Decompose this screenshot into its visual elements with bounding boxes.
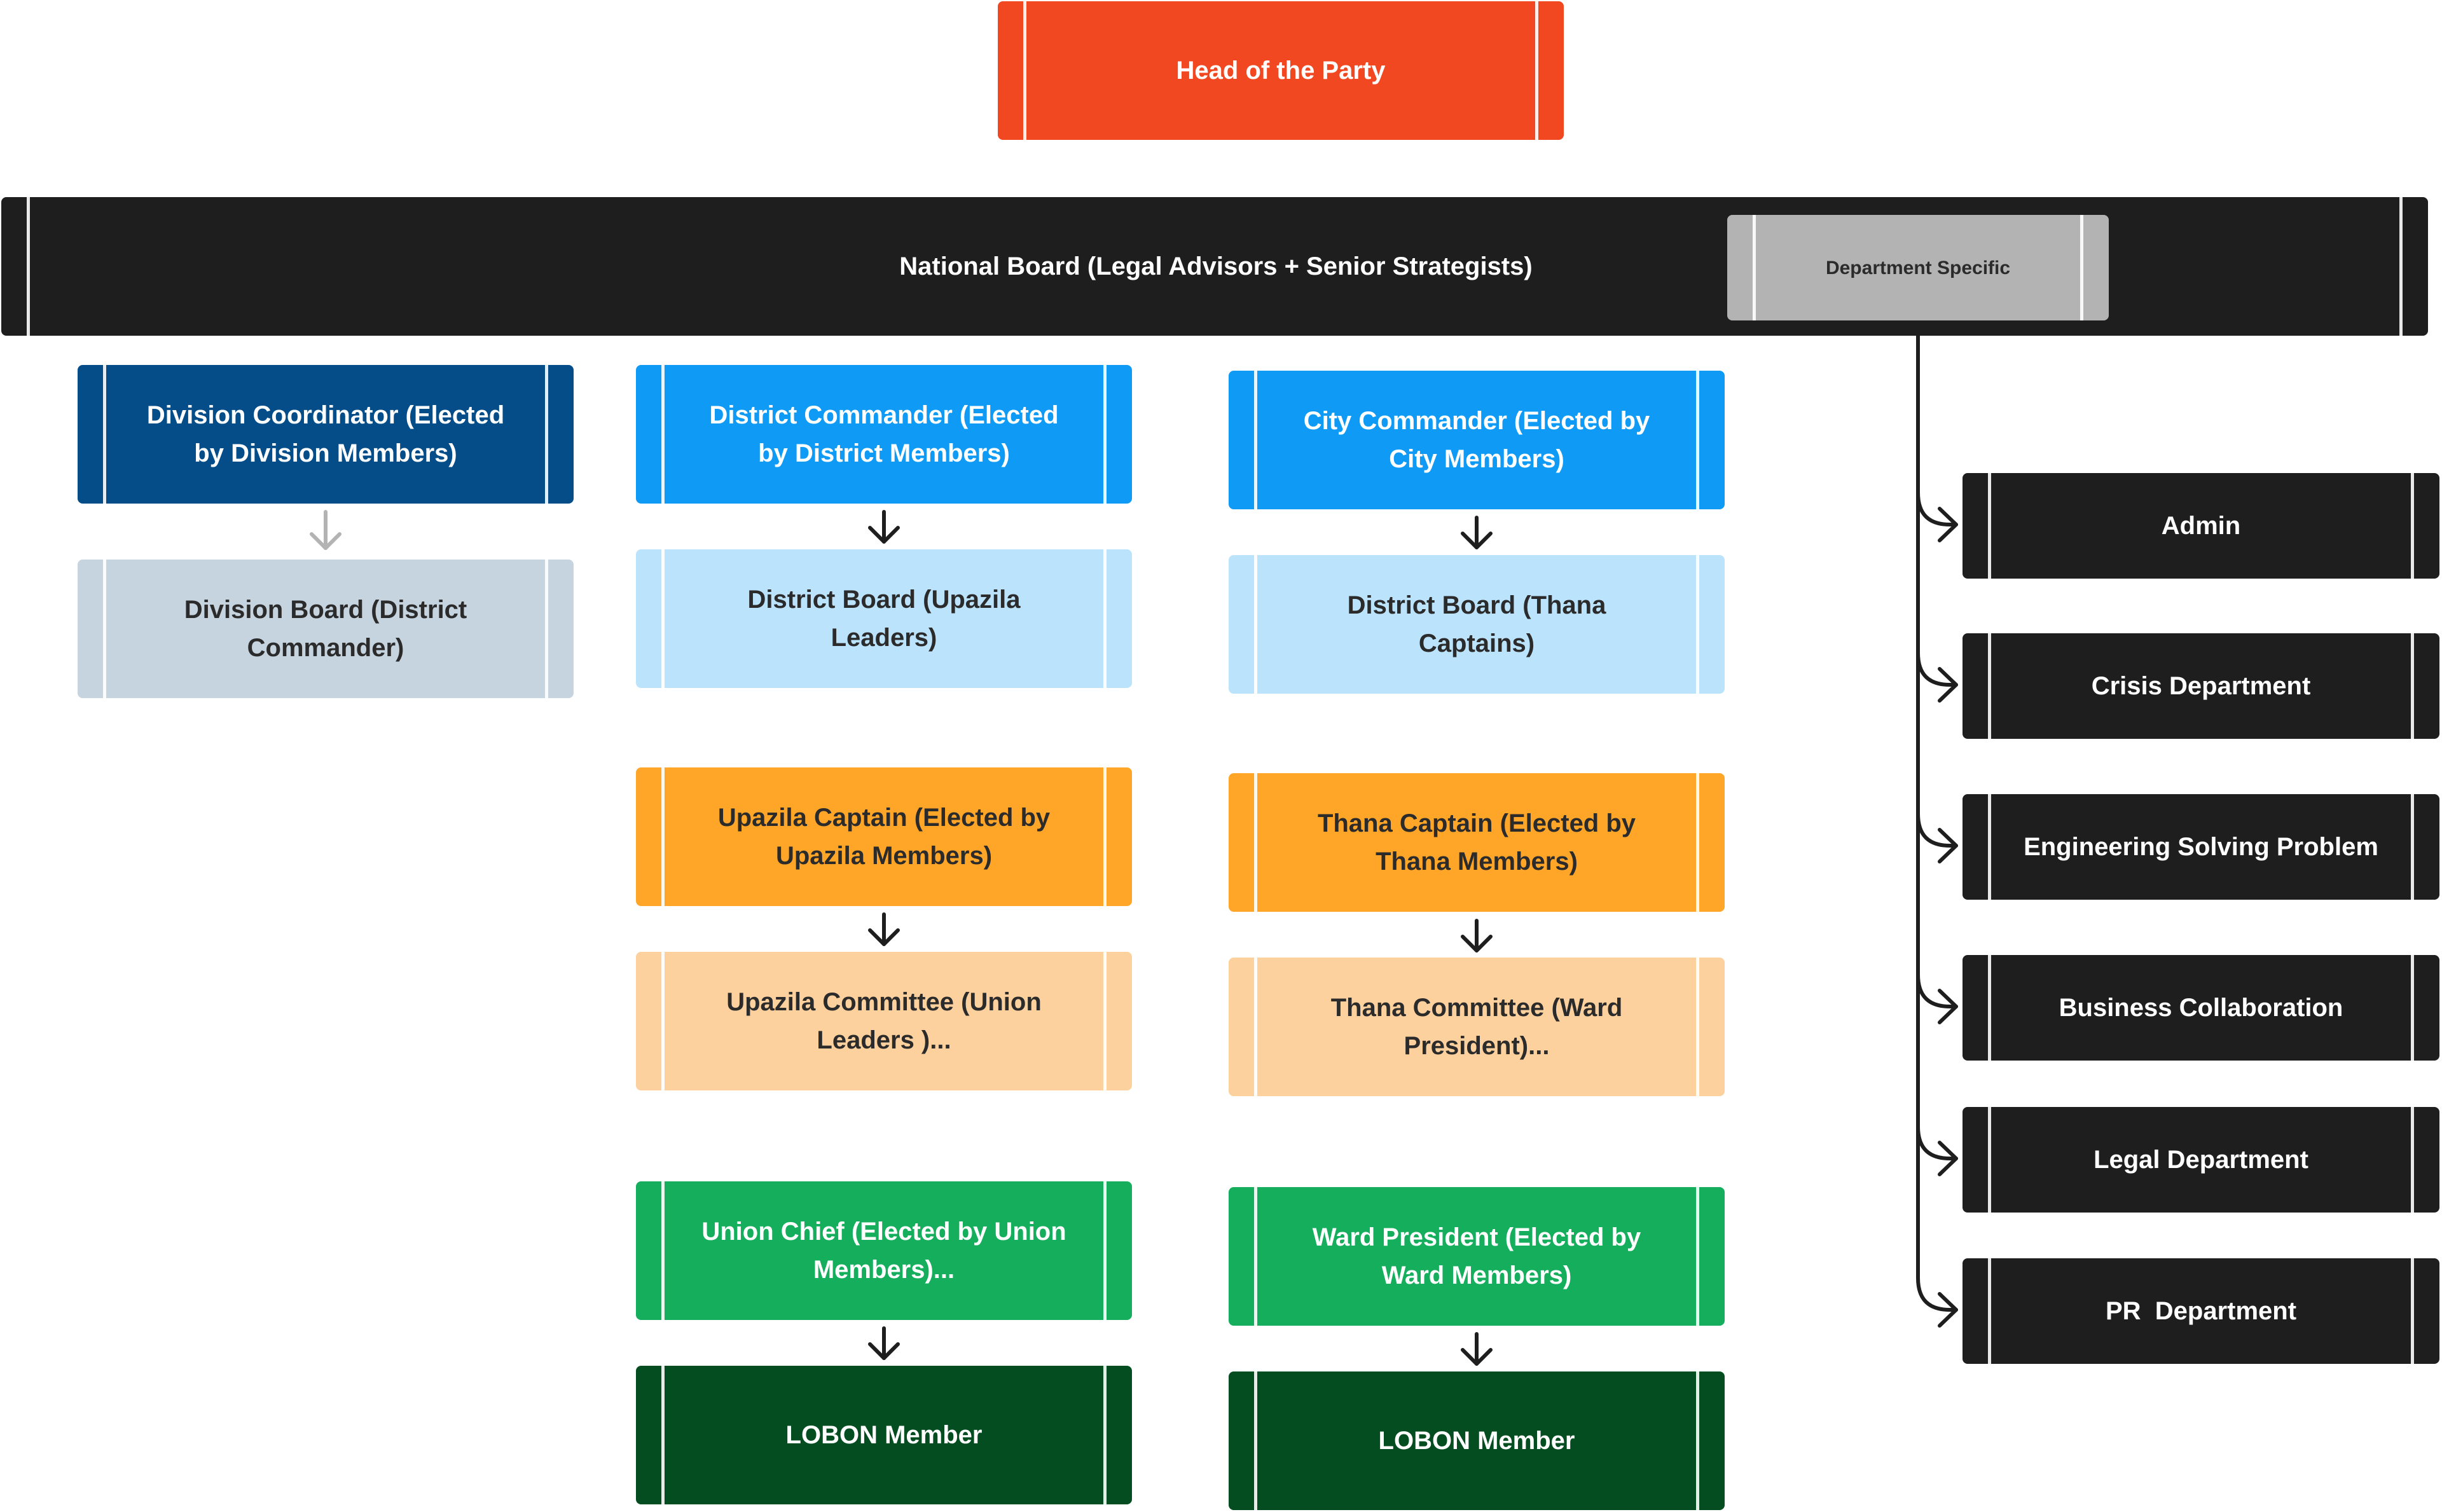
district-commander-label: District Commander (Elected by District …: [709, 401, 1059, 467]
division-board-label: Division Board (District Commander): [184, 596, 467, 662]
upazila-captain-node[interactable]: Upazila Captain (Elected by Upazila Memb…: [636, 767, 1132, 906]
division-board-node[interactable]: Division Board (District Commander): [78, 560, 574, 698]
upazila-committee-node[interactable]: Upazila Committee (Union Leaders )...: [636, 952, 1132, 1090]
ward-president-label: Ward President (Elected by Ward Members): [1312, 1223, 1641, 1289]
thana-captain-node[interactable]: Thana Captain (Elected by Thana Members): [1229, 773, 1725, 912]
arrow-city-3: [1461, 1332, 1493, 1366]
city-lobon-member-label: LOBON Member: [1378, 1427, 1575, 1455]
department-label: Admin: [2161, 512, 2241, 540]
district-board-node[interactable]: District Board (Upazila Leaders): [636, 549, 1132, 688]
department-crisis-node[interactable]: Crisis Department: [1963, 633, 2439, 739]
head-of-party-label: Head of the Party: [1176, 57, 1386, 85]
upazila-captain-label: Upazila Captain (Elected by Upazila Memb…: [717, 804, 1051, 870]
union-chief-node[interactable]: Union Chief (Elected by Union Members)..…: [636, 1181, 1132, 1320]
department-admin-node[interactable]: Admin: [1963, 473, 2439, 579]
thana-committee-node[interactable]: Thana Committee (Ward President)...: [1229, 958, 1725, 1096]
national-board-label: National Board (Legal Advisors + Senior …: [899, 252, 1533, 280]
city-lobon-member-node[interactable]: LOBON Member: [1229, 1371, 1725, 1510]
union-chief-label: Union Chief (Elected by Union Members)..…: [701, 1218, 1066, 1284]
division-coordinator-node[interactable]: Division Coordinator (Elected by Divisio…: [78, 365, 574, 504]
arrow-division: [310, 510, 341, 550]
thana-captain-label: Thana Captain (Elected by Thana Members): [1317, 809, 1636, 876]
city-commander-node[interactable]: City Commander (Elected by City Members): [1229, 371, 1725, 509]
upazila-committee-label: Upazila Committee (Union Leaders )...: [726, 988, 1042, 1054]
district-commander-node[interactable]: District Commander (Elected by District …: [636, 365, 1132, 504]
department-business-node[interactable]: Business Collaboration: [1963, 955, 2439, 1061]
city-board-label: District Board (Thana Captains): [1347, 591, 1606, 657]
city-commander-label: City Commander (Elected by City Members): [1303, 407, 1650, 473]
division-coordinator-label: Division Coordinator (Elected by Divisio…: [146, 401, 505, 467]
arrow-city-1: [1461, 516, 1493, 549]
department-label: Legal Department: [2094, 1146, 2308, 1174]
arrow-district-3: [868, 1326, 900, 1360]
department-label: PR Department: [2105, 1297, 2297, 1325]
thana-committee-label: Thana Committee (Ward President)...: [1330, 994, 1623, 1060]
department-tree: [1916, 334, 1958, 1328]
department-label: Business Collaboration: [2059, 994, 2343, 1022]
department-engineering-node[interactable]: Engineering Solving Problem: [1963, 794, 2439, 900]
department-specific-label: Department Specific: [1825, 257, 2011, 278]
department-label: Engineering Solving Problem: [2024, 833, 2378, 861]
department-label: Crisis Department: [2091, 672, 2311, 700]
ward-president-node[interactable]: Ward President (Elected by Ward Members): [1229, 1187, 1725, 1326]
arrow-district-2: [868, 912, 900, 946]
district-board-label: District Board (Upazila Leaders): [747, 586, 1021, 652]
city-board-node[interactable]: District Board (Thana Captains): [1229, 555, 1725, 694]
district-lobon-member-label: LOBON Member: [785, 1421, 983, 1449]
department-pr-node[interactable]: PR Department: [1963, 1258, 2439, 1364]
district-lobon-member-node[interactable]: LOBON Member: [636, 1366, 1132, 1504]
arrow-city-2: [1461, 919, 1493, 952]
head-of-party-node[interactable]: Head of the Party: [998, 1, 1564, 140]
department-specific-node[interactable]: Department Specific: [1727, 215, 2109, 320]
department-legal-node[interactable]: Legal Department: [1963, 1107, 2439, 1213]
arrow-district-1: [868, 510, 900, 544]
